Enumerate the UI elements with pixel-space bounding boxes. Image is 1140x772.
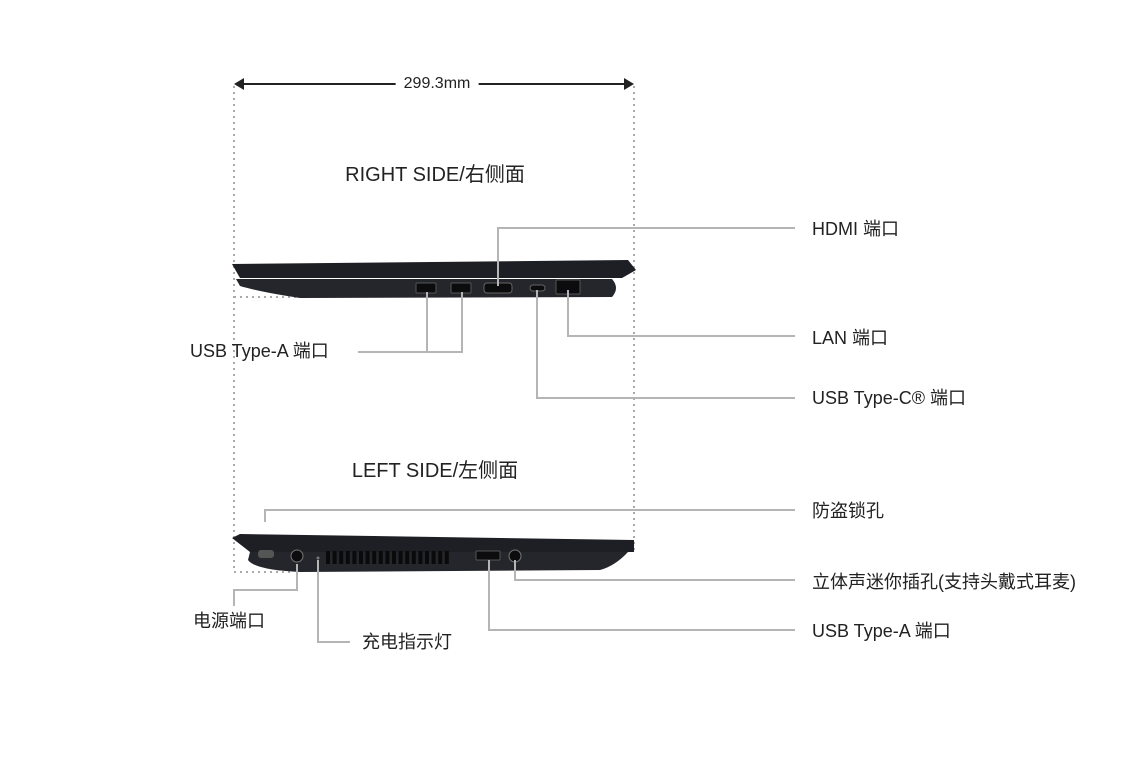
- label-lock: 防盗锁孔: [812, 501, 884, 521]
- vent-slot: [326, 551, 330, 564]
- vent-slot: [359, 551, 363, 564]
- usb-a-port-icon: [450, 282, 472, 294]
- vent-slot: [411, 551, 416, 564]
- label-usb-c: USB Type-C® 端口: [812, 388, 966, 408]
- dotted-guides: [233, 86, 635, 573]
- power-port-icon: [290, 549, 304, 563]
- vent-slot: [392, 551, 396, 564]
- leader-lines: [233, 227, 795, 643]
- label-charge-led: 充电指示灯: [362, 632, 452, 652]
- label-power: 电源端口: [193, 611, 265, 631]
- vent-slot: [398, 551, 403, 564]
- charge-led-icon: [316, 556, 320, 560]
- vent-slot: [418, 551, 423, 564]
- laptop-right-side: [232, 260, 636, 298]
- vent-slot: [385, 551, 390, 564]
- laptop-left-side: [232, 534, 634, 572]
- label-audio: 立体声迷你插孔(支持头戴式耳麦): [812, 572, 1076, 592]
- vent-slot: [352, 551, 357, 564]
- lock-slot-icon: [258, 550, 274, 558]
- dimension-label: 299.3mm: [395, 75, 479, 93]
- vent-slot: [444, 551, 449, 564]
- vent-slot: [339, 551, 344, 564]
- vent-slot: [365, 551, 370, 564]
- vent-slot: [372, 551, 377, 564]
- left-side-title: LEFT SIDE/左侧面: [351, 460, 519, 482]
- usb-a-port-icon: [415, 282, 437, 294]
- vent-slot: [438, 551, 443, 564]
- vent-grille: [326, 551, 449, 564]
- vent-slot: [431, 551, 436, 564]
- usb-a-port-icon: [475, 550, 501, 561]
- vent-slot: [332, 551, 337, 564]
- vent-slot: [378, 551, 383, 564]
- right-side-title: RIGHT SIDE/右侧面: [345, 164, 525, 186]
- label-usb-a-left: USB Type-A 端口: [812, 621, 951, 641]
- label-usb-a-right: USB Type-A 端口: [190, 341, 329, 361]
- vent-slot: [425, 551, 429, 564]
- label-hdmi: HDMI 端口: [812, 219, 899, 239]
- vent-slot: [405, 551, 410, 564]
- label-lan: LAN 端口: [812, 328, 889, 348]
- vent-slot: [345, 551, 350, 564]
